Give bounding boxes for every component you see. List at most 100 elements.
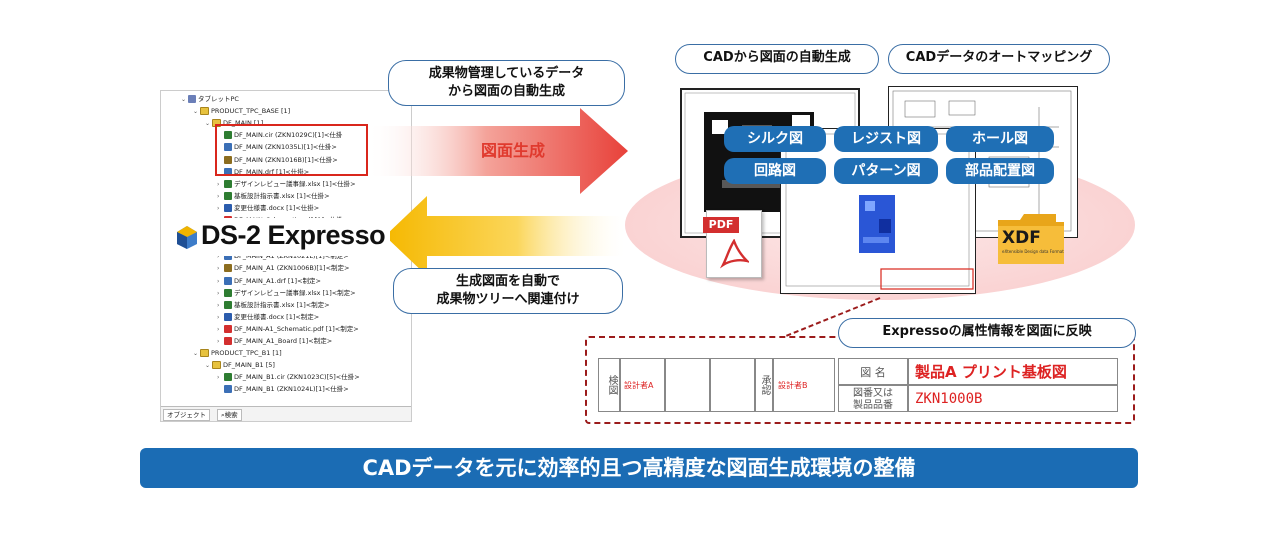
arrow-label-zumen-seisei: 図面生成	[480, 141, 545, 160]
tree-item-label: DF_MAIN_A1_Board [1]<制定>	[234, 337, 333, 345]
chevron-right-icon[interactable]: ›	[217, 277, 220, 285]
tree-item[interactable]: ⌄PRODUCT_TPC_BASE [1]	[193, 106, 290, 117]
pattern-drawing-graphic	[785, 133, 974, 290]
pdf-icon	[224, 324, 232, 333]
tree-item-label: DF_MAIN_B1 [5]	[223, 361, 275, 370]
chevron-down-icon[interactable]: ⌄	[193, 350, 199, 358]
logo-text: DS-2 Expresso	[201, 220, 386, 250]
board-icon	[224, 155, 232, 164]
chevron-right-icon[interactable]: ›	[217, 325, 220, 333]
tree-item[interactable]: › 変更仕様書.docx [1]<制定>	[217, 312, 319, 323]
chevron-down-icon[interactable]: ⌄	[205, 362, 211, 370]
chevron-right-icon[interactable]: ›	[217, 313, 220, 321]
tree-item[interactable]: › DF_MAIN_B1.cir (ZKN1023C)[5]<仕掛>	[217, 372, 360, 383]
pdf-file-icon: PDF	[703, 210, 762, 278]
drawing-pattern	[780, 128, 976, 294]
tree-item-label: DF_MAIN_A1 (ZKN1006B)[1]<制定>	[234, 264, 350, 273]
xdf-label: XDF	[1002, 228, 1041, 248]
tree-item-label: デザインレビュー議事録.xlsx [1]<制定>	[234, 288, 356, 297]
layer-label: シルク図	[747, 131, 803, 147]
layer-label: 回路図	[754, 163, 796, 179]
chevron-right-icon[interactable]: ›	[217, 192, 220, 200]
tree-item[interactable]: ›DF_MAIN_A1 (ZKN1021L)[1]<制定>	[217, 251, 349, 262]
tree-item-label: 基板設計指示書.xlsx [1]<仕掛>	[234, 191, 330, 200]
chevron-right-icon[interactable]: ›	[217, 180, 220, 188]
folder-icon	[200, 349, 209, 358]
chevron-right-icon[interactable]: ›	[217, 265, 220, 273]
tree-item[interactable]: › デザインレビュー議事録.xlsx [1]<仕掛>	[217, 179, 356, 190]
tree-item-label: DF_MAIN_A1.drf [1]<制定>	[234, 276, 321, 285]
layer-label: レジスト図	[851, 131, 921, 147]
tree-item-label: DF_MAIN_B1.cir (ZKN1023C)[5]<仕掛>	[234, 373, 360, 382]
cir-icon	[224, 373, 232, 382]
tree-item[interactable]: › 基板設計指示書.xlsx [1]<制定>	[217, 300, 330, 311]
tree-item[interactable]: › DF_MAIN_A1_Board [1]<制定>	[217, 336, 332, 347]
tree-item-label: 変更仕様書.docx [1]<制定>	[234, 312, 320, 321]
tab-search[interactable]: ⌕検索	[217, 409, 242, 421]
drawing-title-block: 検図 設計者A 承認 設計者B 図 名 製品A プリント基板図 図番又は製品品番…	[598, 358, 1118, 412]
pc-icon	[188, 95, 196, 103]
folder-icon	[200, 107, 209, 116]
bubble-line: から図面の自動生成	[447, 84, 565, 99]
tree-item[interactable]: ⌄ タブレットPC	[181, 94, 239, 105]
tab-object[interactable]: オブジェクト	[163, 409, 210, 421]
bubble-auto-generate-from-data: 成果物管理しているデータ から図面の自動生成	[388, 60, 625, 106]
tree-item[interactable]: DF_MAIN (ZKN1035L)[1]<仕掛>	[217, 142, 337, 153]
tree-item-label: DF_MAIN (ZKN1016B)[1]<仕掛>	[234, 155, 338, 164]
drf-icon	[224, 143, 232, 152]
red-right-arrow	[370, 108, 628, 194]
chevron-right-icon[interactable]: ›	[217, 374, 220, 382]
tree-item[interactable]: › デザインレビュー議事録.xlsx [1]<制定>	[217, 288, 356, 299]
tree-tab-bar: オブジェクト ⌕検索	[161, 406, 411, 421]
layer-resist: レジスト図	[834, 126, 938, 152]
banner-text: CADデータを元に効率的且つ高精度な図面生成環境の整備	[362, 456, 916, 480]
tree-item-label: 基板設計指示書.xlsx [1]<制定>	[234, 300, 330, 309]
bubble-attribute-reflect: Expressoの属性情報を図面に反映	[838, 318, 1136, 348]
tree-item-label: タブレットPC	[198, 95, 239, 103]
chevron-right-icon[interactable]: ›	[217, 301, 220, 309]
pdf-label: PDF	[703, 217, 739, 233]
drf-icon	[224, 276, 232, 285]
chevron-down-icon[interactable]: ⌄	[181, 96, 187, 103]
tree-item[interactable]: › DF_MAIN_A1.drf [1]<制定>	[217, 276, 321, 287]
xls-icon	[224, 179, 232, 188]
tree-item[interactable]: › DF_MAIN_A1 (ZKN1006B)[1]<制定>	[217, 263, 349, 274]
chevron-down-icon[interactable]: ⌄	[193, 108, 199, 116]
tree-item[interactable]: DF_MAIN (ZKN1016B)[1]<仕掛>	[217, 155, 338, 166]
xls-icon	[224, 300, 232, 309]
tree-item[interactable]: › 変更仕様書.docx [1]<仕掛>	[217, 203, 319, 214]
bubble-line: 成果物ツリーへ関連付け	[436, 292, 580, 307]
chevron-right-icon[interactable]: ›	[217, 204, 220, 212]
bottom-banner: CADデータを元に効率的且つ高精度な図面生成環境の整備	[140, 448, 1138, 488]
tree-item-label: 変更仕様書.docx [1]<仕掛>	[234, 203, 320, 212]
bubble-line: 生成図面を自動で	[455, 274, 560, 289]
tree-item[interactable]: ›DF_MAIN-A1_Schematic.pdf [1]<制定>	[217, 324, 359, 335]
tree-item[interactable]: DF_MAIN.cir (ZKN1029C)[1]<仕掛	[217, 130, 342, 141]
folder-icon	[998, 214, 1064, 264]
ds2-expresso-logo: DS-2 Expresso	[175, 218, 390, 256]
doc-icon	[224, 312, 232, 321]
chevron-right-icon[interactable]: ›	[217, 289, 220, 297]
cell-zuban-label: 図番又は製品品番	[838, 385, 908, 412]
bubble-auto-link-tree: 生成図面を自動で 成果物ツリーへ関連付け	[393, 268, 623, 314]
tree-item-label: DF_MAIN_B1 (ZKN1024L)[1]<仕掛>	[234, 385, 349, 394]
layer-label: パターン図	[851, 163, 921, 179]
cir-icon	[224, 131, 232, 140]
layer-silk: シルク図	[724, 126, 826, 152]
chevron-right-icon[interactable]: ›	[217, 338, 220, 345]
tree-item[interactable]: DF_MAIN.drf [1]<仕掛>	[217, 167, 309, 178]
tree-item[interactable]: ⌄ PRODUCT_TPC_B1 [1]	[193, 348, 282, 359]
tree-item-label: PRODUCT_TPC_B1 [1]	[211, 349, 282, 358]
chevron-down-icon[interactable]: ⌄	[205, 120, 211, 128]
cell-zumei-value: 製品A プリント基板図	[908, 358, 1118, 385]
cell-shonin-label: 承認	[755, 358, 773, 412]
tree-item-label: デザインレビュー議事録.xlsx [1]<仕掛>	[234, 179, 356, 188]
bubble-text: Expressoの属性情報を図面に反映	[882, 324, 1092, 339]
tree-item[interactable]: › 基板設計指示書.xlsx [1]<仕掛>	[217, 191, 330, 202]
bubble-text: CADから図面の自動生成	[703, 50, 851, 65]
board-icon	[224, 264, 232, 273]
dashed-connector	[785, 297, 881, 337]
tree-item[interactable]: ⌄ DF_MAIN_B1 [5]	[205, 360, 275, 371]
tree-item[interactable]: DF_MAIN_B1 (ZKN1024L)[1]<仕掛>	[217, 384, 349, 395]
chevron-right-icon[interactable]: ›	[217, 253, 220, 261]
